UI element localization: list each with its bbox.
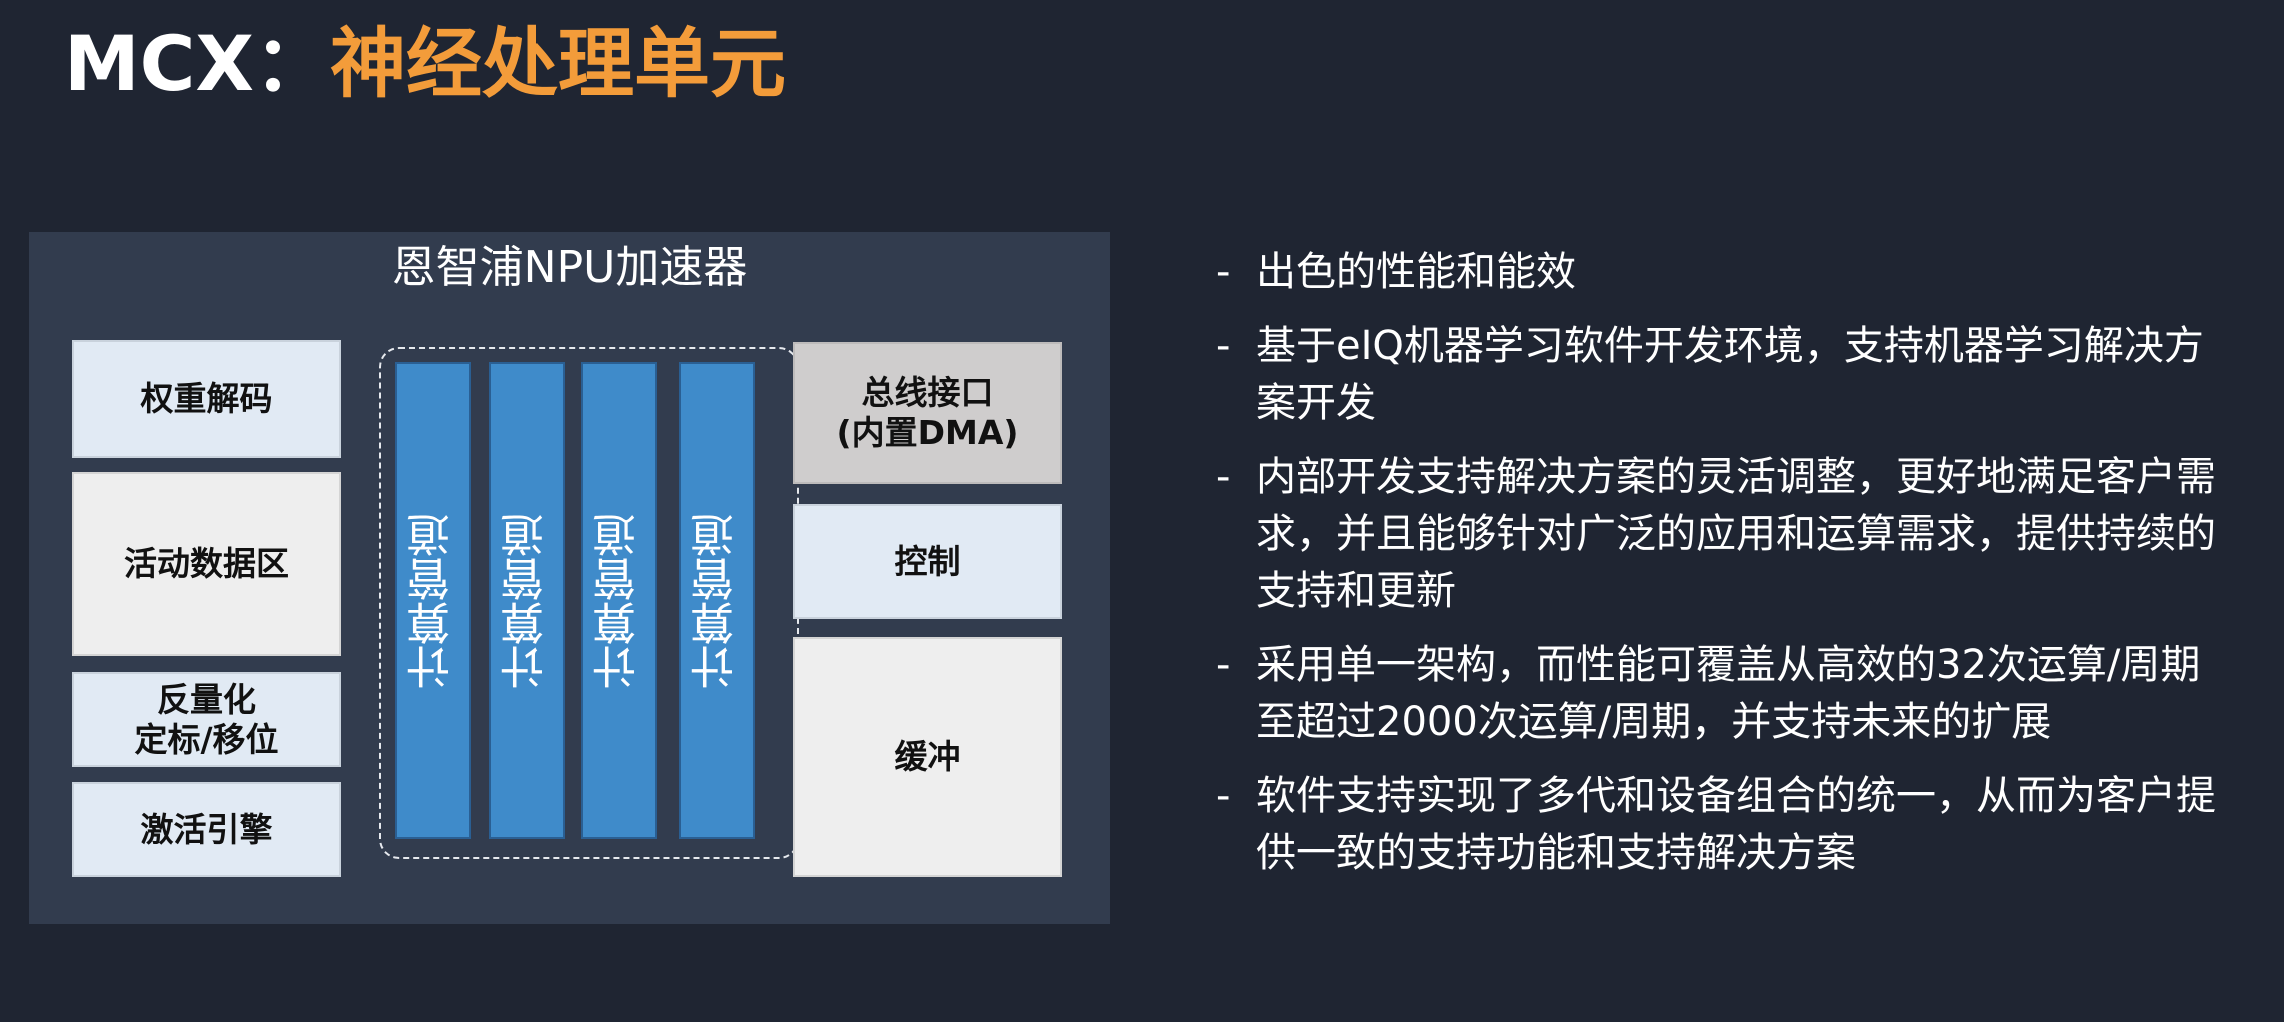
- compute-pipeline: 计算管道: [489, 362, 565, 839]
- list-item-text: 内部开发支持解决方案的灵活调整，更好地满足客户需求，并且能够针对广泛的应用和运算…: [1256, 454, 2216, 614]
- bullet-dash: -: [1216, 773, 1231, 819]
- pipeline-label: 计算管道: [501, 512, 552, 689]
- pipeline-label: 计算管道: [407, 512, 458, 689]
- block-label: 权重解码: [140, 379, 273, 418]
- block-label: 控制: [894, 541, 961, 581]
- block-activation-engine: 激活引擎: [72, 782, 341, 877]
- list-item: -出色的性能和能效: [1216, 244, 2226, 301]
- pipeline-label: 计算管道: [691, 512, 742, 689]
- block-label: 反量化 定标/移位: [134, 679, 279, 759]
- page-title: MCX：神经处理单元: [64, 18, 786, 110]
- block-label: 缓冲: [894, 737, 961, 776]
- page-title-highlight: 神经处理单元: [330, 19, 786, 108]
- feature-list: -出色的性能和能效 -基于eIQ机器学习软件开发环境，支持机器学习解决方案开发 …: [1216, 244, 2226, 899]
- block-bus-interface: 总线接口 (内置DMA): [793, 342, 1062, 484]
- block-label: 活动数据区: [124, 544, 289, 583]
- compute-pipeline: 计算管道: [679, 362, 755, 839]
- list-item-text: 采用单一架构，而性能可覆盖从高效的32次运算/周期至超过2000次运算/周期，并…: [1256, 642, 2201, 745]
- block-label: 总线接口 (内置DMA): [836, 373, 1019, 452]
- block-buffer: 缓冲: [793, 637, 1062, 877]
- list-item-text: 出色的性能和能效: [1256, 249, 1576, 295]
- npu-diagram: 恩智浦NPU加速器 权重解码 活动数据区 反量化 定标/移位 激活引擎 计算管道…: [29, 232, 1110, 924]
- bullet-dash: -: [1216, 642, 1231, 688]
- block-control: 控制: [793, 504, 1062, 619]
- bullet-dash: -: [1216, 323, 1231, 369]
- bullet-dash: -: [1216, 249, 1231, 295]
- block-dequantize: 反量化 定标/移位: [72, 672, 341, 767]
- list-item: -基于eIQ机器学习软件开发环境，支持机器学习解决方案开发: [1216, 318, 2226, 432]
- diagram-title: 恩智浦NPU加速器: [391, 242, 748, 293]
- block-label: 激活引擎: [140, 809, 273, 849]
- compute-pipeline: 计算管道: [581, 362, 657, 839]
- list-item-text: 软件支持实现了多代和设备组合的统一，从而为客户提供一致的支持功能和支持解决方案: [1256, 773, 2216, 876]
- compute-pipeline: 计算管道: [395, 362, 471, 839]
- list-item: -软件支持实现了多代和设备组合的统一，从而为客户提供一致的支持功能和支持解决方案: [1216, 768, 2226, 882]
- bullet-dash: -: [1216, 454, 1231, 500]
- list-item-text: 基于eIQ机器学习软件开发环境，支持机器学习解决方案开发: [1256, 323, 2204, 426]
- block-weight-decode: 权重解码: [72, 340, 341, 458]
- page-title-prefix: MCX：: [64, 19, 330, 108]
- list-item: -采用单一架构，而性能可覆盖从高效的32次运算/周期至超过2000次运算/周期，…: [1216, 637, 2226, 751]
- block-activation-data: 活动数据区: [72, 472, 341, 656]
- pipeline-label: 计算管道: [593, 512, 644, 689]
- list-item: -内部开发支持解决方案的灵活调整，更好地满足客户需求，并且能够针对广泛的应用和运…: [1216, 449, 2226, 620]
